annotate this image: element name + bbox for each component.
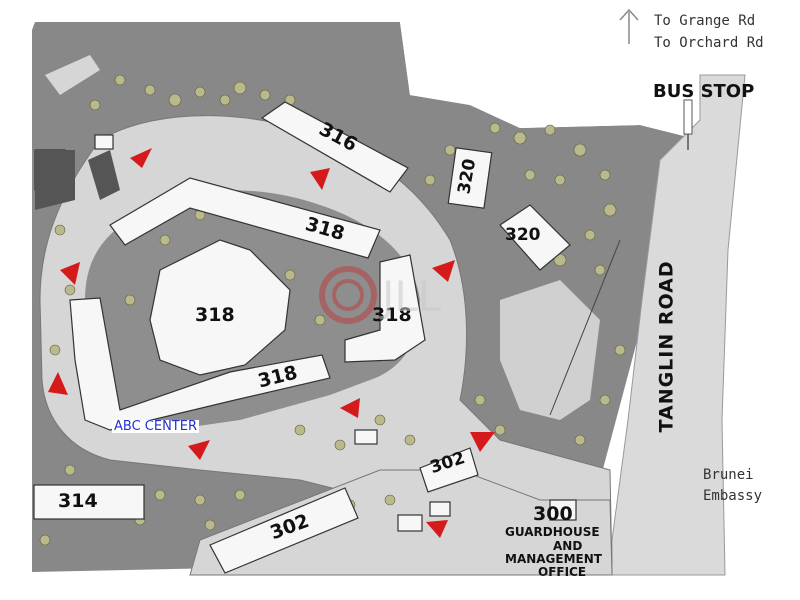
guardhouse-line-4: OFFICE: [538, 565, 587, 579]
traffic-arrows: [48, 148, 495, 538]
watermark: [319, 266, 377, 324]
building-302b-shape: [419, 447, 479, 493]
watermark-text: JLL: [382, 272, 442, 321]
guardhouse-number: 300: [533, 503, 573, 525]
plaza: [500, 280, 600, 420]
guardhouse-line-1: GUARDHOUSE: [505, 525, 600, 539]
building-318d-shape: [69, 297, 331, 431]
direction-arrow-icon: [619, 8, 639, 44]
guardhouse-line-3: MANAGEMENT: [505, 552, 602, 566]
building-316-shape: [260, 101, 409, 193]
building-318b-shape: [149, 239, 291, 376]
building-302a-shape: [209, 487, 359, 574]
building-320a-shape: [447, 147, 493, 209]
building-318-c: 318: [372, 304, 412, 326]
tanglin-road: [611, 74, 746, 576]
building-318c-shape: [344, 254, 426, 363]
direction-line-1: To Grange Rd: [654, 13, 756, 29]
building-320-b: 320: [505, 225, 541, 245]
direction-line-2: To Orchard Rd: [654, 35, 764, 51]
road-label: TANGLIN ROAD: [655, 260, 678, 433]
abc-center-label: ABC CENTER: [112, 419, 199, 434]
building-318-b: 318: [195, 304, 235, 326]
building-320b-shape: [499, 204, 571, 271]
building-318a-shape: [109, 177, 381, 259]
guardhouse-shape: [549, 499, 577, 521]
embassy-line-1: Brunei: [703, 467, 754, 483]
outer-area-top: [400, 22, 700, 140]
bus-stop-marker: [683, 99, 693, 150]
guardhouse-line-2: AND: [553, 539, 583, 553]
road-spur-top: [45, 55, 100, 95]
dark-roofs: [35, 150, 120, 210]
embassy-line-2: Embassy: [703, 488, 763, 504]
buildings: [33, 101, 577, 574]
building-314-shape: [33, 484, 145, 520]
bus-stop-label: BUS STOP: [653, 81, 755, 102]
building-314: 314: [58, 490, 98, 512]
